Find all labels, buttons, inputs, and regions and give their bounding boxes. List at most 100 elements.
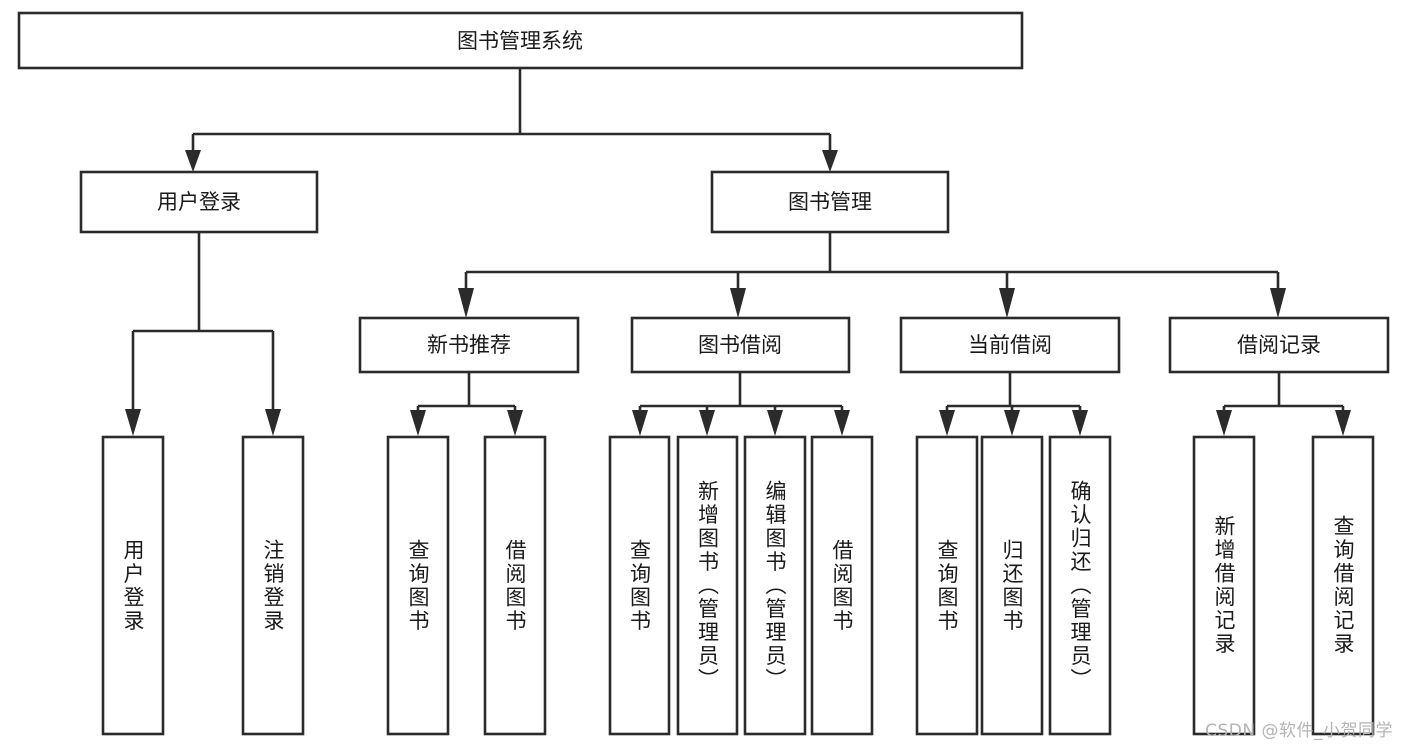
leaf-user-login-2-fo: 注销登录 [261, 538, 286, 633]
node-user-login-box[interactable] [79, 170, 319, 234]
node-book-borrow-box[interactable] [630, 316, 851, 374]
arrowhead-book-mgmt [822, 150, 838, 172]
arrowhead-cb-leaf-1 [939, 410, 955, 436]
arrowhead-bb-leaf-2 [699, 410, 715, 436]
leaf-current-borrow-3-box[interactable] [1048, 435, 1112, 736]
leaf-borrow-records-1-box[interactable] [1192, 435, 1256, 736]
leaf-current-borrow-2-label: 归还图书 [1000, 538, 1025, 633]
arrowhead-nb-leaf-1 [410, 410, 426, 436]
leaf-new-book-2-label: 借阅图书 [503, 538, 528, 633]
leaf-book-borrow-3-fo: 编辑图书（管理员） [763, 479, 788, 692]
arrowhead-bb-leaf-3 [767, 410, 783, 436]
arrowhead-br-leaf-2 [1335, 410, 1351, 436]
leaf-book-borrow-4-box[interactable] [810, 435, 874, 736]
connector-group-book-borrow [632, 372, 850, 436]
leaf-book-borrow-3-label: 编辑图书（管理员） [763, 479, 788, 692]
leaf-user-login-1-box[interactable] [101, 435, 165, 736]
leaf-user-login-1[interactable]: 用户登录 [101, 435, 165, 736]
arrowhead-cb-leaf-2 [1004, 410, 1020, 436]
connector-group-user-login [125, 232, 281, 436]
arrowhead-ul-leaf-2 [265, 409, 281, 436]
arrowhead-book-borrow [730, 288, 746, 318]
connector-group-book-mgmt [458, 232, 1286, 318]
leaf-new-book-1-label: 查询图书 [406, 538, 431, 633]
arrowhead-new-book [458, 288, 474, 318]
leaf-borrow-records-2-label: 查询借阅记录 [1331, 515, 1356, 656]
leaf-user-login-1-label: 用户登录 [121, 538, 146, 633]
leaf-current-borrow-1-label: 查询图书 [935, 538, 960, 633]
leaf-current-borrow-2-box[interactable] [980, 435, 1044, 736]
leaf-current-borrow-2-fo: 归还图书 [1000, 538, 1025, 633]
connector-group-current-borrow [939, 372, 1088, 436]
arrowhead-cb-leaf-3 [1072, 410, 1088, 436]
node-book-management-label: 图书管理 [788, 190, 872, 214]
node-borrow-records[interactable]: 借阅记录 [1168, 316, 1390, 374]
arrowhead-br-leaf-1 [1216, 410, 1232, 436]
leaf-new-book-1-box[interactable] [386, 435, 450, 736]
leaf-current-borrow-1[interactable]: 查询图书 [915, 435, 979, 736]
leaf-book-borrow-2-box[interactable] [676, 435, 739, 736]
connector-group-root [185, 69, 838, 172]
leaf-borrow-records-2-fo: 查询借阅记录 [1331, 515, 1356, 656]
node-current-borrow-box[interactable] [899, 316, 1121, 374]
node-new-book-recommend-box[interactable] [358, 316, 580, 374]
leaf-book-borrow-4-label: 借阅图书 [830, 538, 855, 633]
leaf-user-login-2[interactable]: 注销登录 [241, 435, 305, 736]
node-root-box[interactable] [17, 11, 1024, 70]
leaf-current-borrow-2[interactable]: 归还图书 [980, 435, 1044, 736]
leaf-current-borrow-3-label: 确认归还（管理员） [1068, 479, 1093, 692]
arrowhead-bb-leaf-1 [632, 410, 648, 436]
leaf-new-book-2-fo: 借阅图书 [503, 538, 528, 633]
arrowhead-ul-leaf-1 [125, 409, 141, 436]
node-new-book-recommend[interactable]: 新书推荐 [358, 316, 580, 374]
node-root-label: 图书管理系统 [457, 29, 583, 53]
leaf-book-borrow-3[interactable]: 编辑图书（管理员） [743, 435, 807, 736]
leaf-book-borrow-1[interactable]: 查询图书 [608, 435, 671, 736]
leaf-current-borrow-3-fo: 确认归还（管理员） [1068, 479, 1093, 692]
leaf-current-borrow-1-fo: 查询图书 [935, 538, 960, 633]
node-current-borrow-label: 当前借阅 [968, 333, 1052, 357]
leaf-borrow-records-2-box[interactable] [1311, 435, 1375, 736]
leaf-user-login-1-fo: 用户登录 [121, 538, 146, 633]
connector-group-borrow-records [1216, 372, 1351, 436]
leaf-new-book-1-fo: 查询图书 [406, 538, 431, 633]
leaf-user-login-2-label: 注销登录 [261, 538, 286, 633]
leaf-book-borrow-1-label: 查询图书 [627, 538, 652, 633]
leaf-book-borrow-2-label: 新增图书（管理员） [695, 479, 720, 692]
arrowhead-user-login [185, 150, 201, 172]
leaf-new-book-2[interactable]: 借阅图书 [483, 435, 547, 736]
leaf-borrow-records-1[interactable]: 新增借阅记录 [1192, 435, 1256, 736]
node-book-management[interactable]: 图书管理 [710, 170, 950, 234]
leaf-book-borrow-4[interactable]: 借阅图书 [810, 435, 874, 736]
leaf-book-borrow-1-box[interactable] [608, 435, 671, 736]
leaf-borrow-records-1-label: 新增借阅记录 [1212, 515, 1237, 656]
node-book-borrow[interactable]: 图书借阅 [630, 316, 851, 374]
leaf-borrow-records-2[interactable]: 查询借阅记录 [1311, 435, 1375, 736]
leaf-book-borrow-2[interactable]: 新增图书（管理员） [676, 435, 739, 736]
leaf-user-login-2-box[interactable] [241, 435, 305, 736]
leaf-current-borrow-3[interactable]: 确认归还（管理员） [1048, 435, 1112, 736]
arrowhead-current-borrow [999, 288, 1015, 318]
connector-group-new-book [410, 372, 523, 436]
node-user-login[interactable]: 用户登录 [79, 170, 319, 234]
node-borrow-records-label: 借阅记录 [1237, 333, 1321, 357]
arrowhead-bb-leaf-4 [834, 410, 850, 436]
leaf-book-borrow-1-fo: 查询图书 [627, 538, 652, 633]
node-user-login-label: 用户登录 [157, 190, 241, 214]
arrowhead-borrow-records [1270, 288, 1286, 318]
node-root[interactable]: 图书管理系统 [17, 11, 1024, 70]
node-borrow-records-box[interactable] [1168, 316, 1390, 374]
leaf-book-borrow-4-fo: 借阅图书 [830, 538, 855, 633]
leaf-new-book-1[interactable]: 查询图书 [386, 435, 450, 736]
leaf-new-book-2-box[interactable] [483, 435, 547, 736]
node-current-borrow[interactable]: 当前借阅 [899, 316, 1121, 374]
arrowhead-nb-leaf-2 [507, 410, 523, 436]
leaf-book-borrow-3-box[interactable] [743, 435, 807, 736]
node-book-borrow-label: 图书借阅 [698, 333, 782, 357]
node-new-book-recommend-label: 新书推荐 [427, 333, 511, 357]
node-book-management-box[interactable] [710, 170, 950, 234]
leaf-current-borrow-1-box[interactable] [915, 435, 979, 736]
leaf-borrow-records-1-fo: 新增借阅记录 [1212, 515, 1237, 656]
